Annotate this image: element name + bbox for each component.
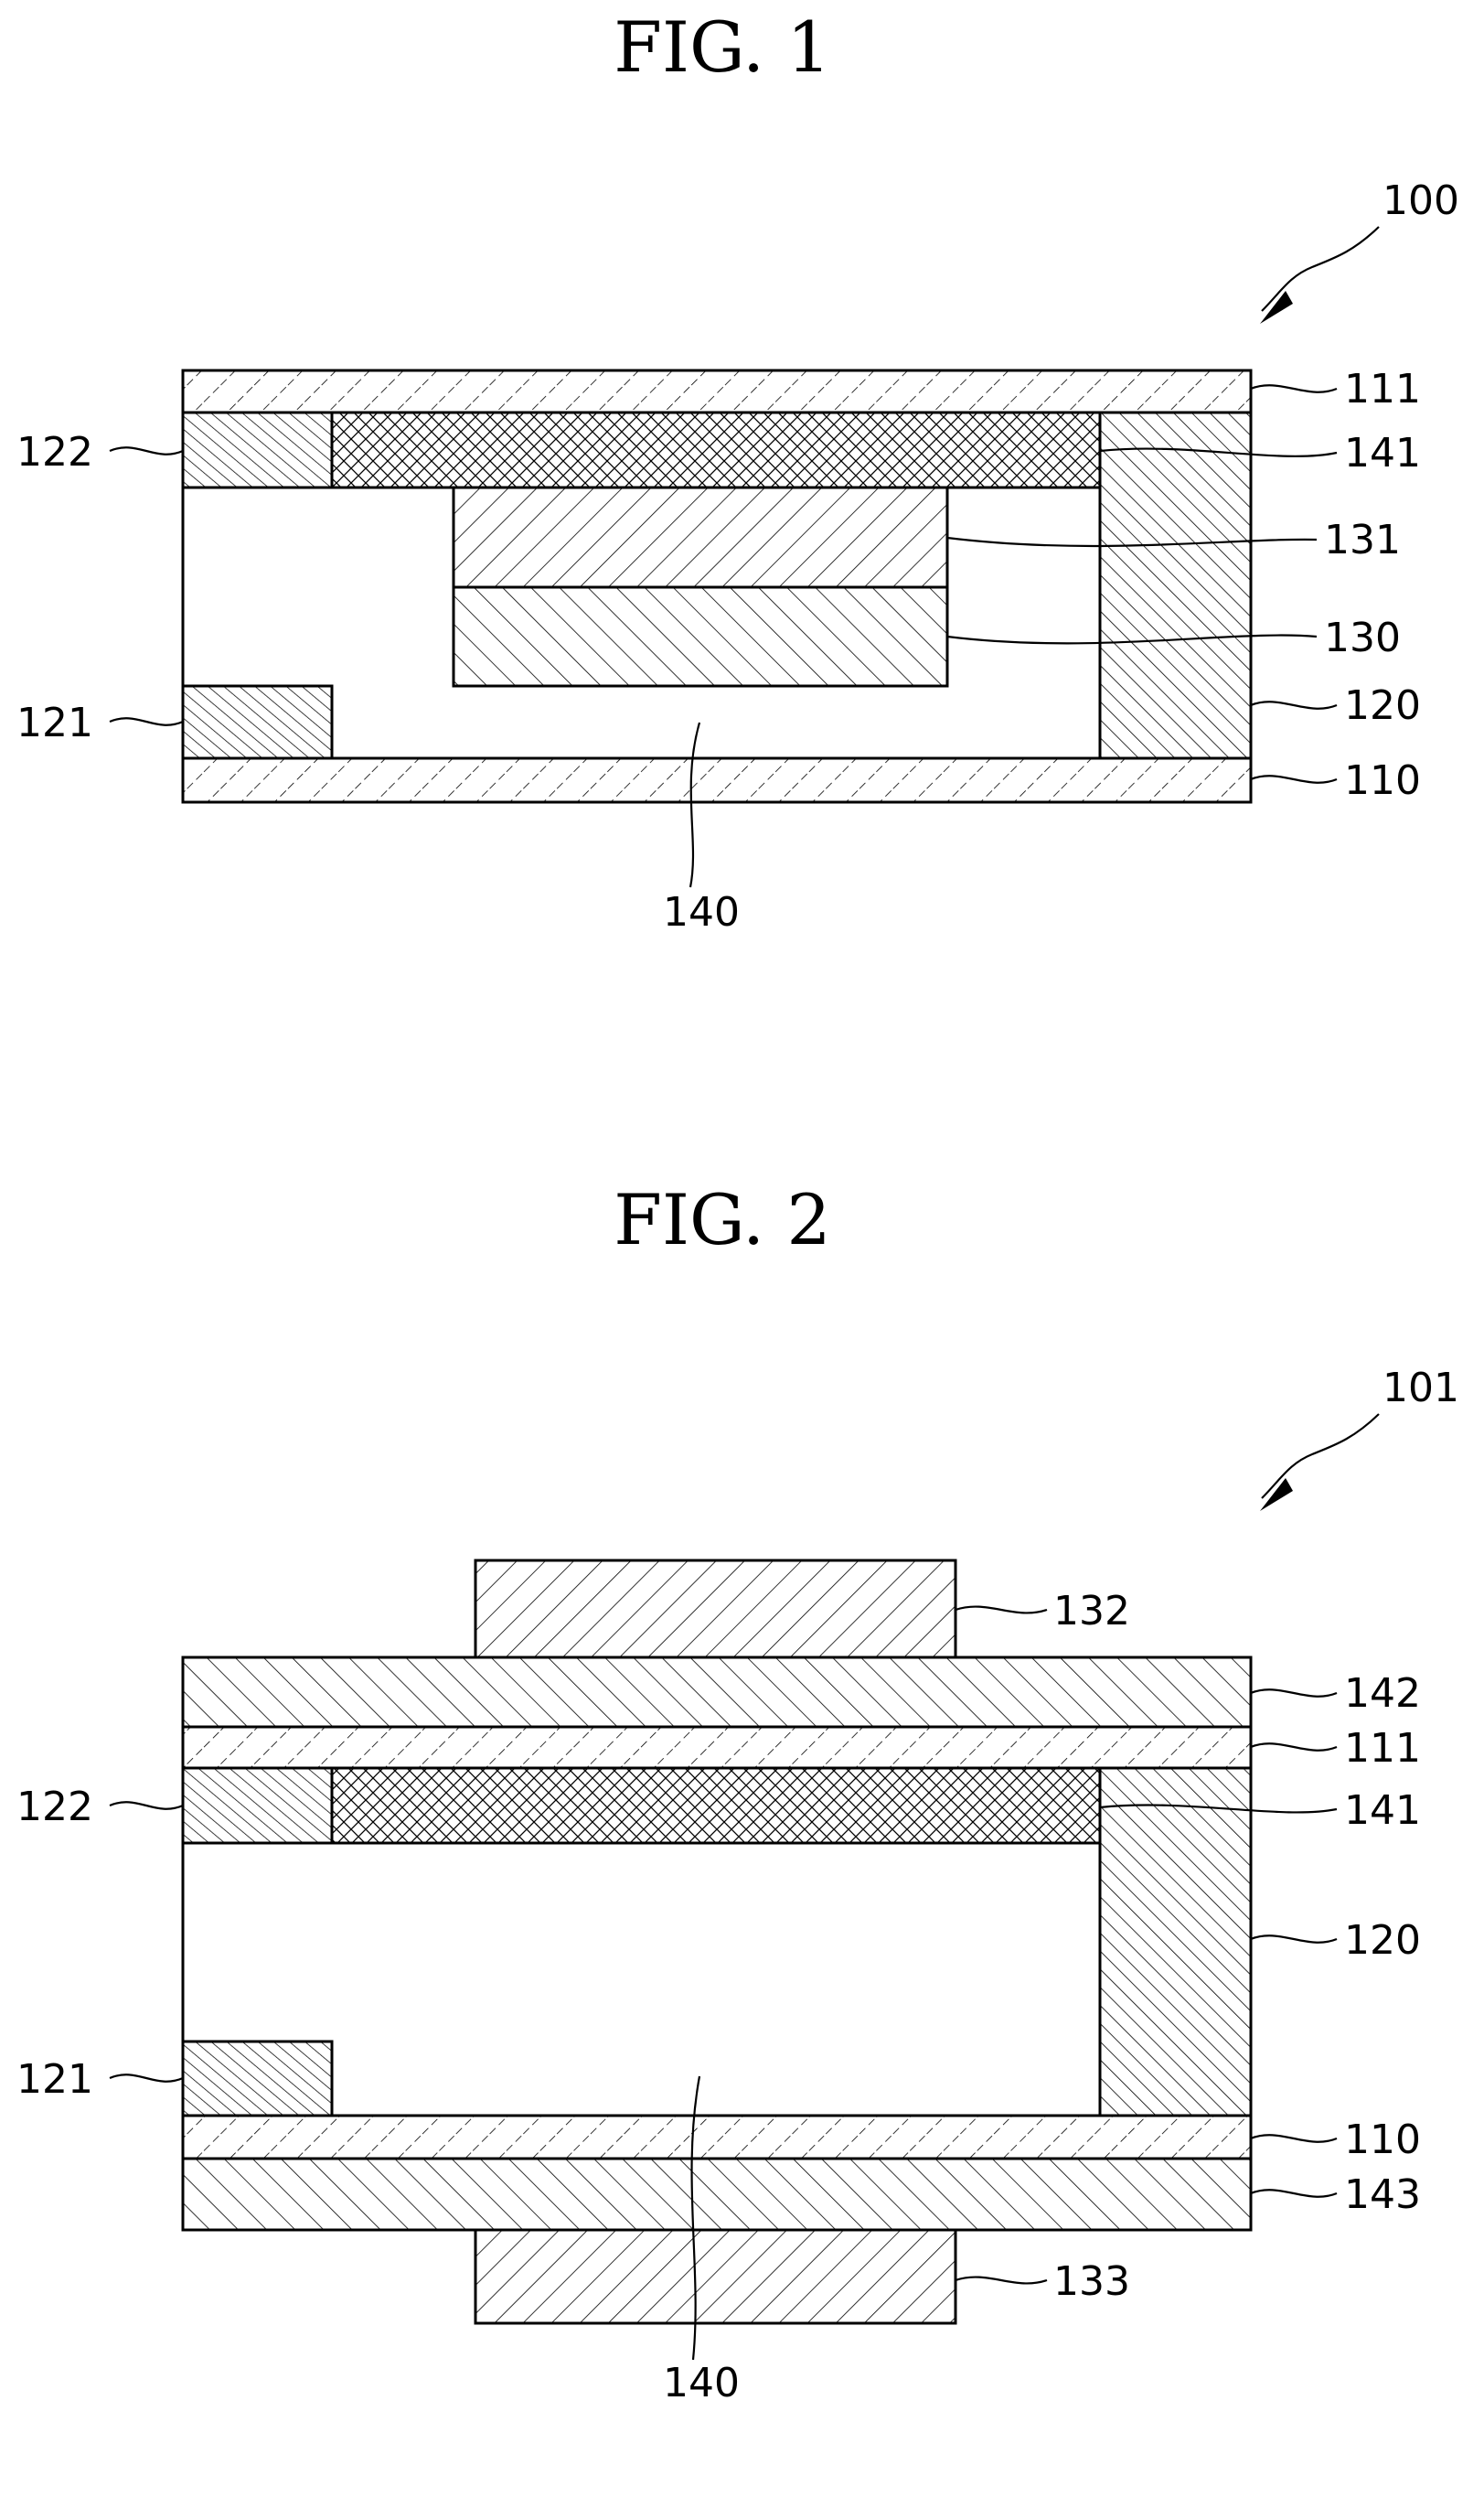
label-111: 111 <box>1344 366 1421 413</box>
leader-121 <box>110 718 183 725</box>
layer-143 <box>183 2159 1251 2230</box>
leader-133 <box>956 2277 1047 2284</box>
layer-141-crosshatch <box>332 1768 1100 1843</box>
leader-143 <box>1251 2190 1337 2197</box>
label-143: 143 <box>1344 2171 1421 2218</box>
reference-101: 101 <box>1383 1365 1459 1411</box>
label-140: 140 <box>663 889 740 936</box>
leader-110 <box>1251 776 1337 783</box>
label-132: 132 <box>1053 1588 1130 1634</box>
leader-111 <box>1251 1743 1337 1751</box>
layer-142 <box>183 1657 1251 1727</box>
label-130: 130 <box>1324 615 1401 661</box>
layer-111-upper-substrate <box>183 1727 1251 1768</box>
layer-110-lower-substrate <box>183 758 1251 802</box>
label-121: 121 <box>16 700 93 746</box>
label-142: 142 <box>1344 1670 1421 1717</box>
layer-120-sealant <box>1100 1768 1251 2116</box>
figure-2-title: FIG. 2 <box>614 1179 830 1260</box>
layer-121-block <box>183 2042 332 2116</box>
layer-111-upper-substrate <box>183 370 1251 413</box>
leader-120 <box>1251 1935 1337 1943</box>
label-110: 110 <box>1344 757 1421 804</box>
label-121: 121 <box>16 2056 93 2103</box>
leader-140 <box>690 723 699 887</box>
layer-141-crosshatch <box>332 413 1100 488</box>
layer-120-sealant <box>1100 413 1251 758</box>
label-120: 120 <box>1344 1917 1421 1964</box>
leader-111 <box>1251 385 1337 392</box>
layer-121-block <box>183 686 332 758</box>
layer-131 <box>454 488 947 587</box>
layer-133 <box>475 2230 956 2323</box>
leader-122 <box>110 1802 183 1809</box>
label-122: 122 <box>16 1784 93 1830</box>
leader-121 <box>110 2074 183 2082</box>
label-131: 131 <box>1324 517 1401 563</box>
label-120: 120 <box>1344 682 1421 729</box>
label-110: 110 <box>1344 2117 1421 2163</box>
leader-110 <box>1251 2135 1337 2142</box>
label-122: 122 <box>16 429 93 476</box>
label-141: 141 <box>1344 430 1421 477</box>
leader-122 <box>110 447 183 455</box>
label-141: 141 <box>1344 1787 1421 1834</box>
layer-122-block <box>183 1768 332 1843</box>
layer-130 <box>454 587 947 686</box>
figure-2: FIG. 2 101 <box>16 1179 1459 2406</box>
label-111: 111 <box>1344 1725 1421 1772</box>
figure-1: FIG. 1 100 111 141 1 <box>16 6 1459 936</box>
reference-100: 100 <box>1383 177 1459 224</box>
leader-142 <box>1251 1689 1337 1697</box>
figure-1-title: FIG. 1 <box>614 6 830 88</box>
leader-132 <box>956 1607 1047 1613</box>
layer-132 <box>475 1560 956 1657</box>
label-133: 133 <box>1053 2258 1130 2305</box>
reference-100-arrow-shaft <box>1262 227 1379 311</box>
layer-122-block <box>183 413 332 488</box>
reference-101-arrow-shaft <box>1262 1414 1379 1498</box>
layer-110-lower-substrate <box>183 2116 1251 2159</box>
label-140: 140 <box>663 2360 740 2406</box>
leader-120 <box>1251 702 1337 709</box>
